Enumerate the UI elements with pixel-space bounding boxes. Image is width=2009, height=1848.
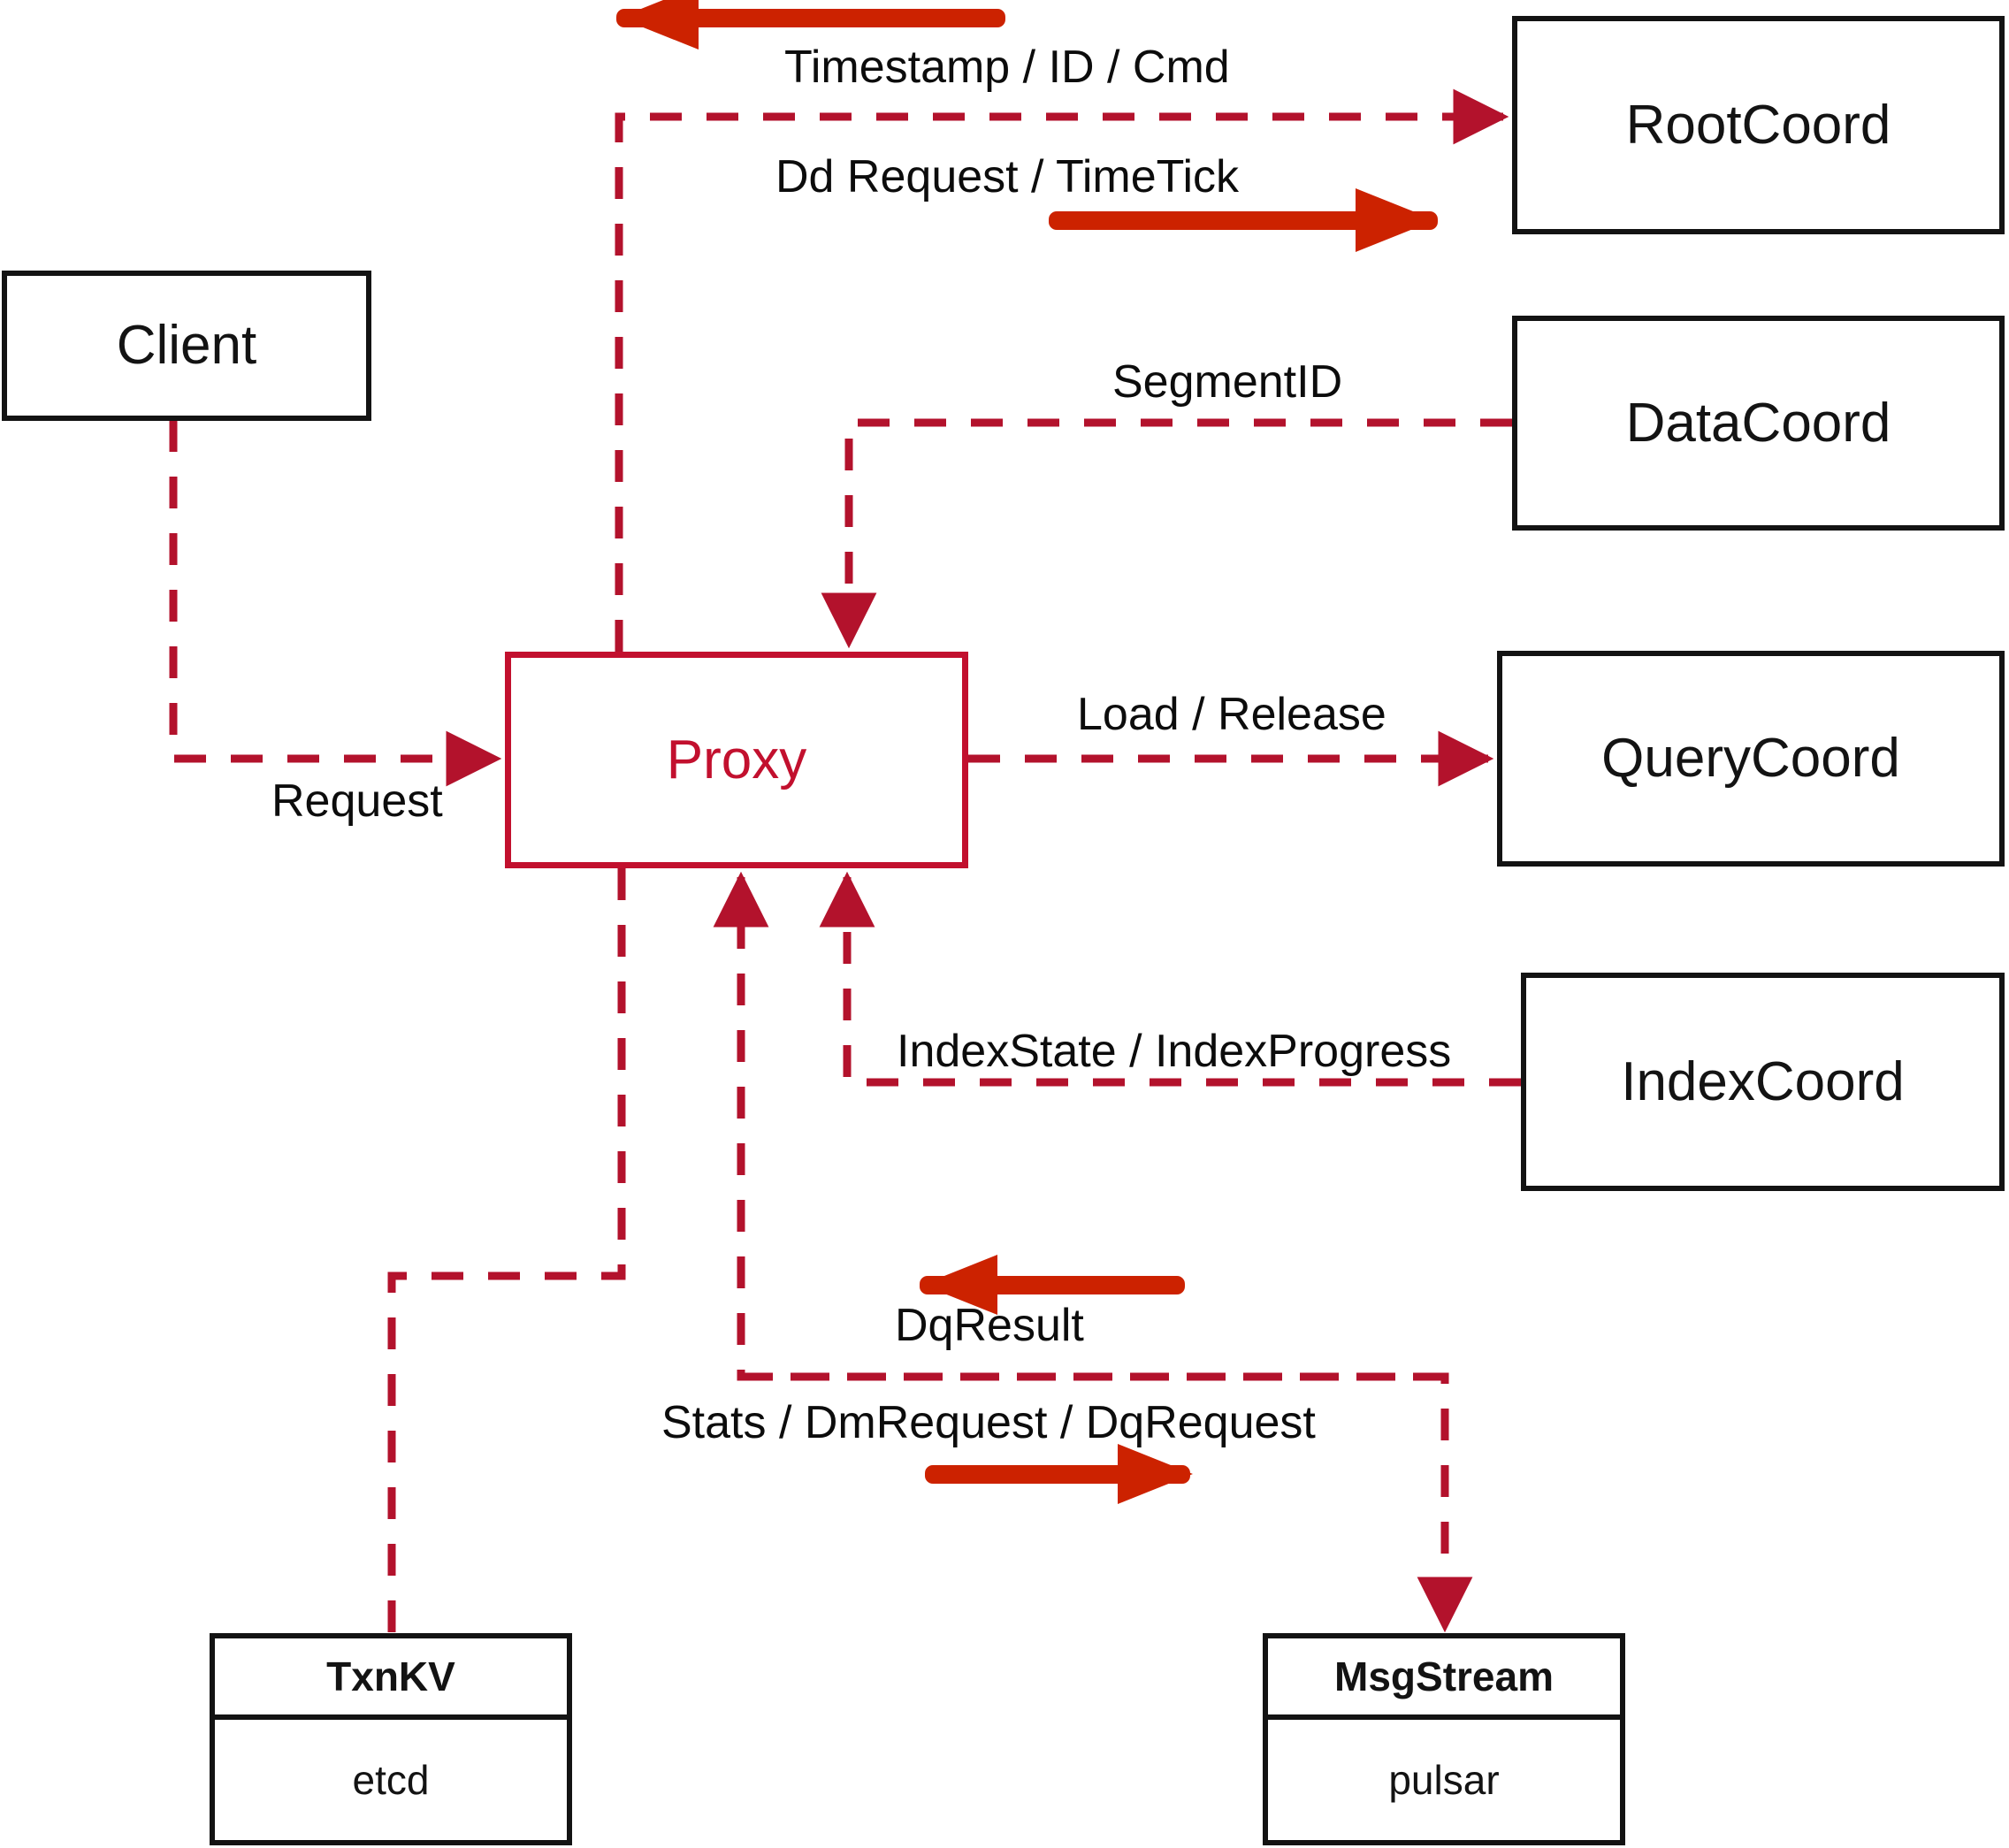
node-rootcoord[interactable]: RootCoord: [1512, 16, 2005, 234]
edge-label-timestamp-id-cmd: Timestamp / ID / Cmd: [784, 42, 1230, 93]
node-indexcoord[interactable]: IndexCoord: [1521, 973, 2005, 1191]
node-client[interactable]: Client: [2, 271, 371, 421]
edge-label-segment-id: SegmentID: [1112, 356, 1343, 408]
wire-proxy-to-txnkv: [387, 868, 626, 1633]
node-querycoord[interactable]: QueryCoord: [1497, 651, 2005, 867]
wire-client-to-proxy: [169, 420, 502, 787]
wire-proxy-to-rootcoord: [615, 88, 1509, 652]
direction-arrow-stats: [925, 1444, 1193, 1504]
node-datacoord[interactable]: DataCoord: [1512, 316, 2005, 531]
node-txnkv-impl: etcd: [352, 1757, 430, 1803]
direction-arrow-ddrequest: [1049, 188, 1438, 252]
node-client-label: Client: [116, 315, 257, 376]
wire-proxy-to-msgstream: [741, 1372, 1473, 1633]
node-querycoord-label: QueryCoord: [1601, 728, 1900, 789]
node-txnkv-header: TxnKV: [215, 1638, 567, 1720]
edge-label-dq-result: DqResult: [895, 1300, 1084, 1351]
edge-label-stats-dm-dq-request: Stats / DmRequest / DqRequest: [661, 1397, 1316, 1448]
direction-arrow-dqresult: [920, 1255, 1185, 1315]
edge-label-load-release: Load / Release: [1077, 689, 1386, 740]
node-msgstream-body: pulsar: [1268, 1720, 1620, 1840]
node-proxy[interactable]: Proxy: [505, 652, 968, 868]
node-rootcoord-label: RootCoord: [1625, 94, 1891, 156]
node-proxy-label: Proxy: [666, 729, 807, 790]
edge-label-request: Request: [271, 775, 443, 827]
node-msgstream-title: MsgStream: [1334, 1653, 1554, 1699]
node-txnkv-title: TxnKV: [326, 1653, 455, 1699]
node-txnkv-body: etcd: [215, 1720, 567, 1840]
wire-datacoord-to-proxy: [821, 418, 1512, 649]
node-msgstream-impl: pulsar: [1388, 1757, 1500, 1803]
node-msgstream[interactable]: MsgStream pulsar: [1263, 1633, 1625, 1845]
edge-label-dd-request-timetick: Dd Request / TimeTick: [775, 151, 1240, 202]
direction-arrow-timestamp: [616, 0, 1005, 50]
edge-label-index-state-progress: IndexState / IndexProgress: [897, 1026, 1452, 1077]
node-datacoord-label: DataCoord: [1625, 392, 1891, 454]
direction-arrow-group: [616, 0, 1438, 1504]
wire-indexcoord-to-proxy: [819, 871, 1521, 1087]
node-indexcoord-label: IndexCoord: [1621, 1050, 1905, 1112]
node-msgstream-header: MsgStream: [1268, 1638, 1620, 1720]
node-txnkv[interactable]: TxnKV etcd: [210, 1633, 572, 1845]
